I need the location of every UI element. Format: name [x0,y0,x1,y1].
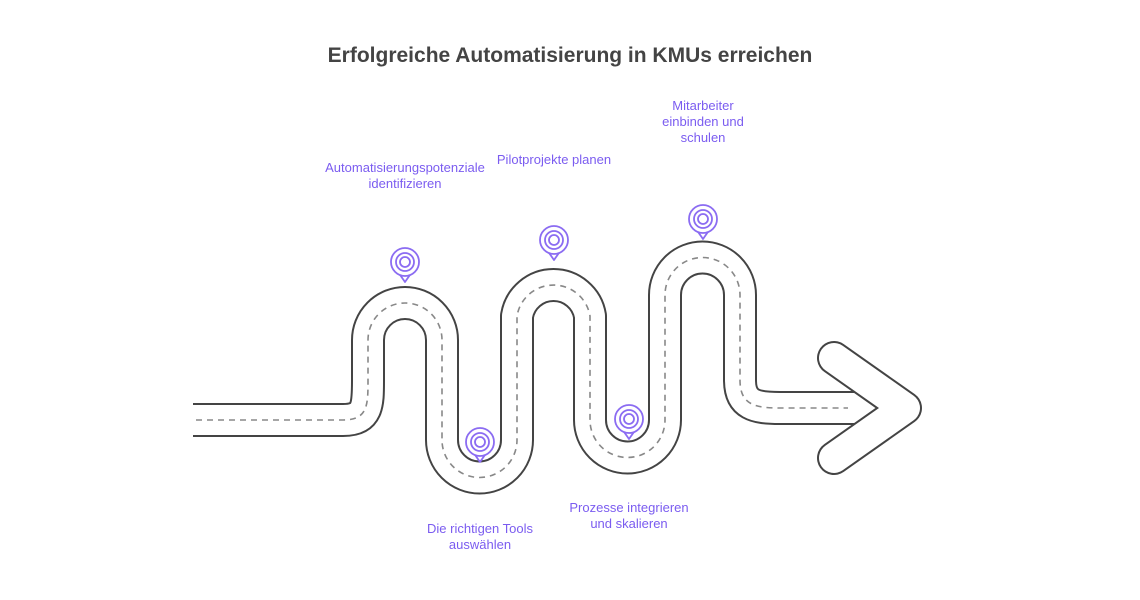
step-label-line: Die richtigen Tools [427,521,533,536]
location-pin-icon [688,204,718,240]
step-label-line: schulen [680,130,726,145]
step-label-line: auswählen [448,537,512,552]
step-label-3: Pilotprojekte planen [444,152,664,168]
step-label-line: einbinden und [662,114,744,129]
step-label-line: Mitarbeiter [672,98,734,113]
step-label-line: Prozesse integrieren [569,500,689,515]
step-label-line: Pilotprojekte planen [496,152,612,167]
location-pin-icon [390,247,420,283]
step-label-line: Automatisierungspotenziale [325,160,485,175]
location-pin-icon [465,427,495,463]
step-label-line: identifizieren [368,176,442,191]
step-label-line: und skalieren [590,516,668,531]
location-pin-icon [614,404,644,440]
road-surface [193,242,900,493]
road-arrow-head-fill [819,343,920,473]
diagram-title: Erfolgreiche Automatisierung in KMUs err… [327,44,813,67]
location-pin-icon [539,225,569,261]
